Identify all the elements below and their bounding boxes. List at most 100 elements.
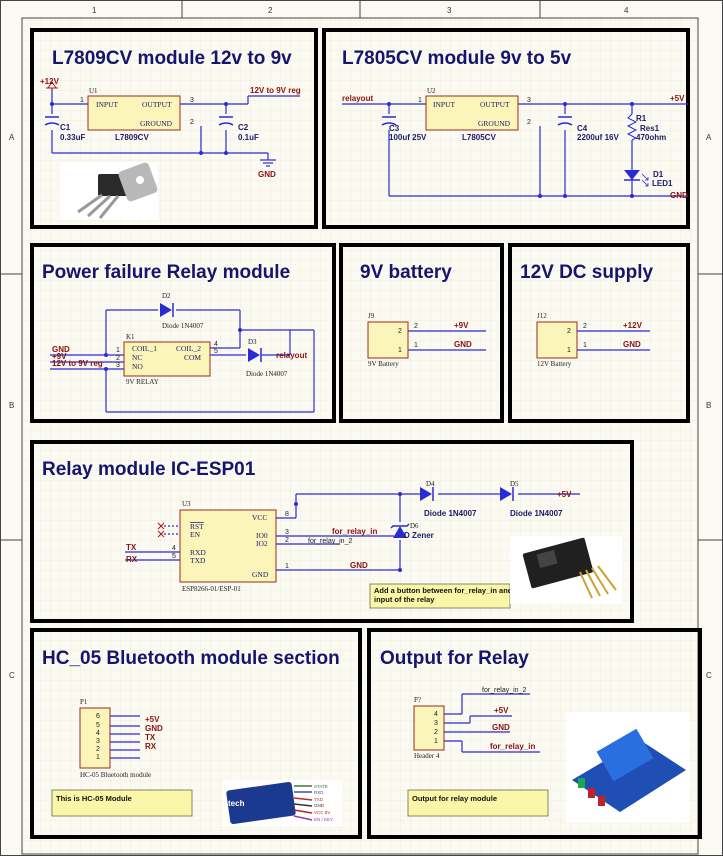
- d2-ref: D2: [162, 292, 171, 300]
- u3-part: ESP8266-01/ESP-01: [182, 585, 241, 593]
- u2-pin2-num: 2: [527, 119, 531, 126]
- d4-value: Diode 1N4007: [424, 509, 477, 518]
- d1-ref: D1: [653, 170, 664, 179]
- p1-pin2: 2: [96, 746, 100, 753]
- r1-name: Res1: [640, 124, 660, 133]
- title-dc12: 12V DC supply: [520, 262, 653, 283]
- zone-col-1: 1: [92, 6, 97, 15]
- u1-pin3-num: 3: [190, 97, 194, 104]
- c4-ref: C4: [577, 124, 588, 133]
- net-plus5v-esp: +5V: [557, 490, 572, 499]
- esp01-module-image: [510, 536, 622, 604]
- esp-note-line-1: Add a button between for_relay_in and: [374, 586, 513, 595]
- gnd-l7805: GND: [670, 191, 688, 200]
- u1-part: L7809CV: [115, 133, 149, 142]
- d5-value: Diode 1N4007: [510, 509, 563, 518]
- j12-pin2-num: 2: [583, 323, 587, 330]
- output-pin3: 3: [434, 720, 438, 727]
- output-note-text: Output for relay module: [412, 794, 497, 803]
- k1-pin-com: COM: [184, 353, 201, 362]
- net-relayout-relay: relayout: [276, 351, 307, 360]
- u3-pin-en: EN: [190, 530, 201, 539]
- k1-ref: K1: [126, 333, 135, 341]
- output-pin1: 1: [434, 738, 438, 745]
- u2-pin-output: OUTPUT: [480, 100, 510, 109]
- net-rx-esp: RX: [126, 555, 138, 564]
- j12-pin2-label: 2: [567, 328, 571, 335]
- output-header-value: Header 4: [414, 752, 440, 760]
- title-output: Output for Relay: [380, 648, 529, 669]
- zone-row-a-right: A: [706, 133, 712, 142]
- title-relay-pf: Power failure Relay module: [42, 262, 290, 283]
- net-plus5v-out-relay: +5V: [494, 706, 509, 715]
- d2-value: Diode 1N4007: [162, 322, 204, 330]
- net-plus12v: +12V: [40, 77, 60, 86]
- d1-value: LED1: [652, 179, 673, 188]
- output-circuit: [413, 693, 540, 753]
- title-battery: 9V battery: [360, 262, 452, 283]
- u1-ref: U1: [89, 87, 98, 95]
- u2-part: L7805CV: [462, 133, 496, 142]
- c3-value: 100uf 25V: [389, 133, 427, 142]
- net-for-relay-in-out: for_relay_in: [490, 742, 535, 751]
- j9-pin2-label: 2: [398, 328, 402, 335]
- u3-pin8-num: 8: [285, 511, 289, 518]
- output-pin4: 4: [434, 711, 438, 718]
- u3-pin-txd: TXD: [190, 556, 206, 565]
- net-gnd-esp: GND: [350, 561, 368, 570]
- title-l7805: L7805CV module 9v to 5v: [342, 48, 572, 69]
- u1-pin-input: INPUT: [96, 100, 119, 109]
- title-l7809: L7809CV module 12v to 9v: [52, 48, 292, 69]
- title-hc05: HC_05 Bluetooth module section: [42, 648, 340, 669]
- zone-col-2: 2: [268, 6, 273, 15]
- k1-pin-nc: NC: [132, 353, 142, 362]
- u3-pin3-num: 3: [285, 529, 289, 536]
- k1-value: 9V RELAY: [126, 378, 159, 386]
- u1-pin-output: OUTPUT: [142, 100, 172, 109]
- net-plus9v-relay: +9V: [52, 352, 67, 361]
- j9-ref: J9: [368, 312, 375, 320]
- net-rx-hc05: RX: [145, 742, 157, 751]
- zone-col-3: 3: [447, 6, 452, 15]
- net-plus9v-battery: +9V: [454, 321, 469, 330]
- u3-pin4-num: 4: [172, 545, 176, 552]
- hc05-module-image: [222, 780, 342, 826]
- hc05-pin-vcc: VCC 5V: [314, 810, 330, 815]
- j12-value: 12V Battery: [537, 360, 572, 368]
- hc05-note-text: This is HC-05 Module: [56, 794, 132, 803]
- l7809-circuit: [44, 81, 300, 167]
- net-gnd-hc05: GND: [145, 724, 163, 733]
- p1-pin6: 6: [96, 713, 100, 720]
- k1-pin3-num: 3: [116, 362, 120, 369]
- u3-pin2-num: 2: [285, 537, 289, 544]
- u3-pin-io2: IO2: [256, 539, 268, 548]
- title-esp: Relay module IC-ESP01: [42, 459, 256, 480]
- hc05-brand: tech: [228, 799, 245, 808]
- relay-module-image: [566, 712, 690, 822]
- esp-note: [369, 583, 511, 609]
- hc05-pin-txd: TXD: [314, 797, 324, 802]
- u3-pin1-num: 1: [285, 563, 289, 570]
- net-tx-esp: TX: [126, 543, 137, 552]
- c1-value: 0.33uF: [60, 133, 85, 142]
- net-plus12v-dc: +12V: [623, 321, 643, 330]
- hc05-pin-gnd: GND: [314, 803, 325, 808]
- k1-pin5-num: 5: [214, 348, 218, 355]
- p1-ref: P1: [80, 698, 88, 706]
- r1-ref: R1: [636, 114, 647, 123]
- battery-circuit: [367, 321, 486, 359]
- j12-ref: J12: [537, 312, 547, 320]
- k1-pin-no: NO: [132, 362, 143, 371]
- section-frames: [30, 28, 702, 839]
- u3-pin-gnd: GND: [252, 570, 269, 579]
- d4-ref: D4: [426, 480, 435, 488]
- net-relayout-in: relayout: [342, 94, 373, 103]
- c1-ref: C1: [60, 123, 71, 132]
- p1-pin5: 5: [96, 722, 100, 729]
- esp-note-line-2: input of the relay: [374, 595, 435, 604]
- net-gnd-out-relay: GND: [492, 723, 510, 732]
- net-for-relay-in-2-out: for_relay_in_2: [482, 687, 526, 694]
- hc05-pin-state: STATE: [314, 784, 328, 789]
- p1-value: HC-05 Bluetooth module: [80, 771, 151, 779]
- l7805-circuit: [342, 95, 688, 198]
